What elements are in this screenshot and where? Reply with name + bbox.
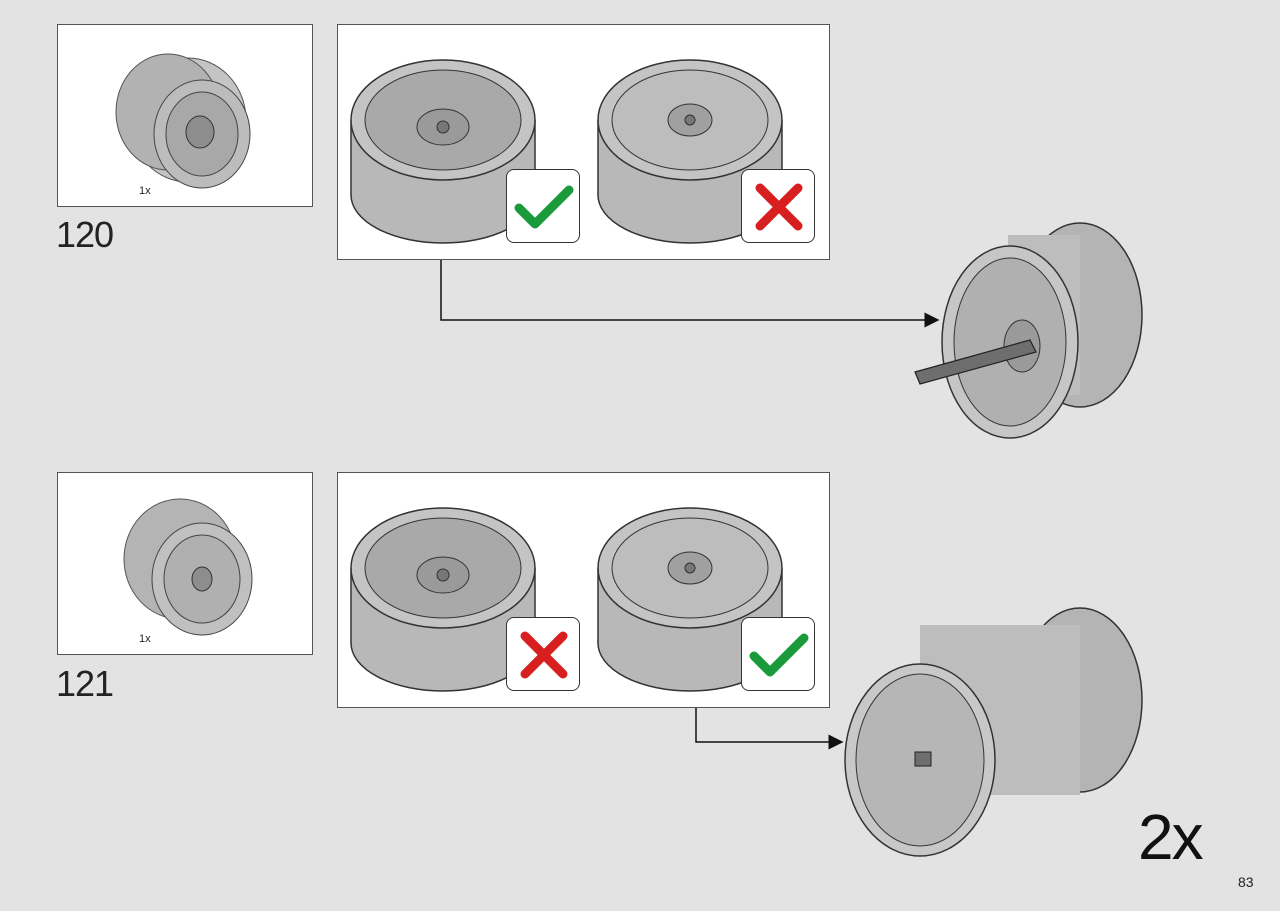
incorrect-badge[interactable] xyxy=(741,169,815,243)
rim-options-illustration xyxy=(350,507,783,692)
rim-choice-box-step-120 xyxy=(337,24,830,260)
quantity-multiplier: 2x xyxy=(1138,801,1204,873)
rim-options-illustration xyxy=(350,59,783,244)
parts-list-box-step-121: 1x xyxy=(57,472,313,655)
parts-list-box-step-120: 1x xyxy=(57,24,313,207)
wheel-rim-part-image xyxy=(123,498,253,636)
part-quantity: 1x xyxy=(139,633,151,645)
check-icon xyxy=(514,185,574,229)
cross-icon xyxy=(520,631,568,679)
cross-icon xyxy=(755,183,803,231)
assembly-arrow xyxy=(440,260,940,328)
incorrect-badge[interactable] xyxy=(506,617,580,691)
correct-badge[interactable] xyxy=(506,169,580,243)
part-quantity: 1x xyxy=(139,185,151,197)
rim-on-axle-image xyxy=(914,222,1143,439)
check-icon xyxy=(749,633,809,677)
correct-badge[interactable] xyxy=(741,617,815,691)
rim-choice-box-step-121 xyxy=(337,472,830,708)
wheel-rim-part-image xyxy=(115,53,251,189)
step-number-121: 121 xyxy=(56,663,114,704)
assembly-arrow xyxy=(695,708,844,750)
step-number-120: 120 xyxy=(56,214,114,255)
rim-on-axle-image xyxy=(844,607,1143,857)
page-number: 83 xyxy=(1238,874,1254,890)
